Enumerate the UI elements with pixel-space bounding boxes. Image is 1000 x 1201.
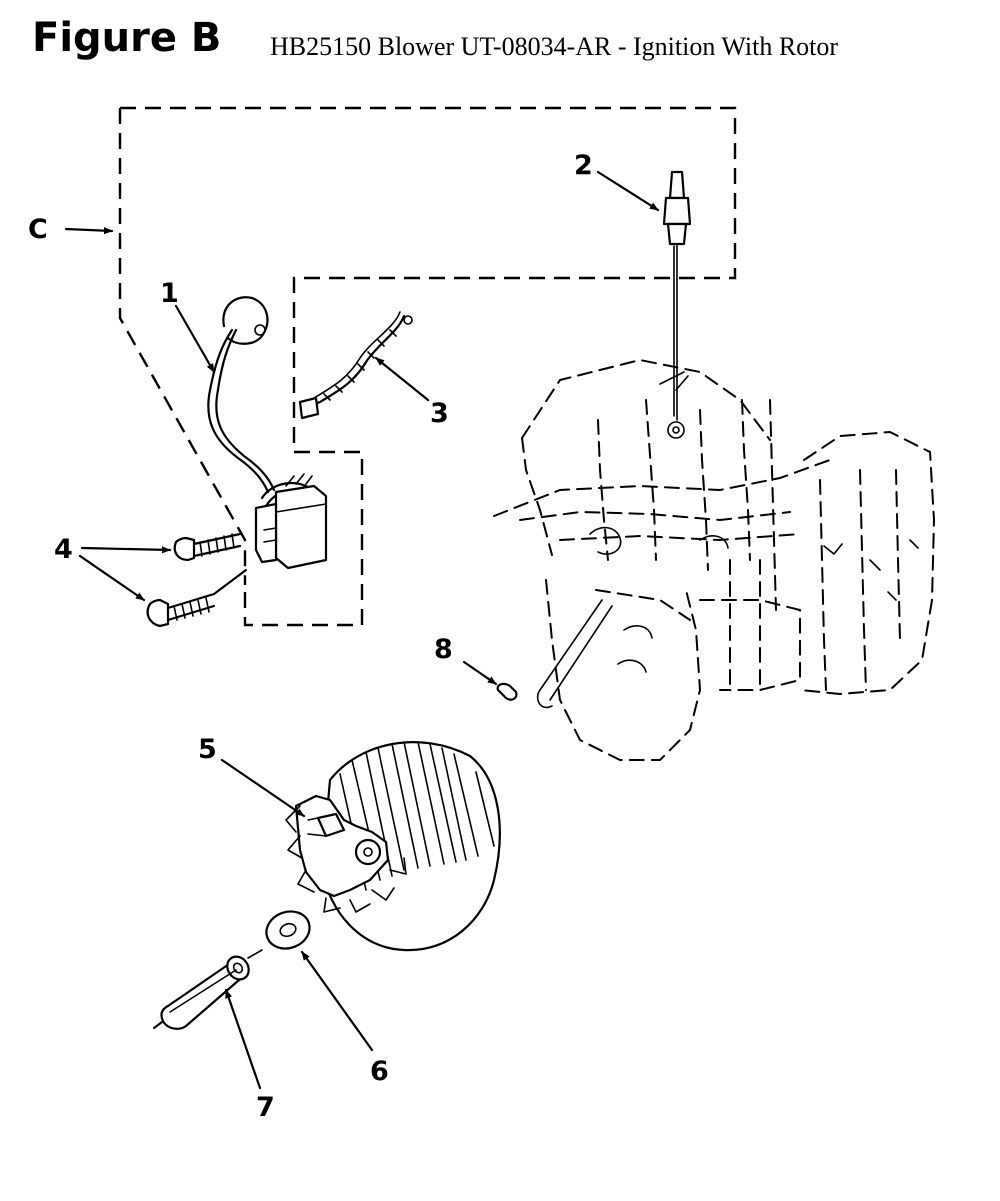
callout-1-label: 1	[160, 278, 179, 309]
ground-wire-part	[298, 311, 413, 420]
callout-6: 6	[300, 950, 389, 1087]
ignition-module-part	[207, 296, 328, 570]
group-callout-label: C	[28, 214, 48, 245]
callout-4: 4	[54, 534, 172, 602]
callout-2-label: 2	[574, 150, 593, 181]
sleeve-nut-part	[152, 949, 263, 1030]
group-callout-c: C	[28, 214, 114, 245]
callout-5: 5	[198, 734, 306, 818]
flywheel-rotor-part	[285, 741, 501, 952]
callout-6-label: 6	[370, 1056, 389, 1087]
callout-4-label: 4	[54, 534, 73, 565]
callout-7: 7	[224, 988, 275, 1123]
washer-part	[265, 910, 311, 950]
spark-plug-part	[662, 170, 692, 421]
callout-8-label: 8	[434, 634, 453, 665]
flywheel-key-part	[496, 682, 518, 701]
ignition-group-boundary	[118, 106, 737, 627]
figure-title: HB25150 Blower UT-08034-AR - Ignition Wi…	[270, 32, 839, 61]
mounting-screws-part	[146, 532, 248, 628]
callout-8: 8	[434, 634, 498, 686]
callout-2: 2	[574, 150, 660, 212]
figure-label: Figure B	[32, 15, 222, 61]
callout-1: 1	[160, 278, 216, 374]
engine-block-reference	[493, 358, 936, 761]
callout-3-label: 3	[430, 398, 449, 429]
callout-3: 3	[374, 356, 449, 429]
callout-7-label: 7	[256, 1092, 275, 1123]
callout-5-label: 5	[198, 734, 217, 765]
